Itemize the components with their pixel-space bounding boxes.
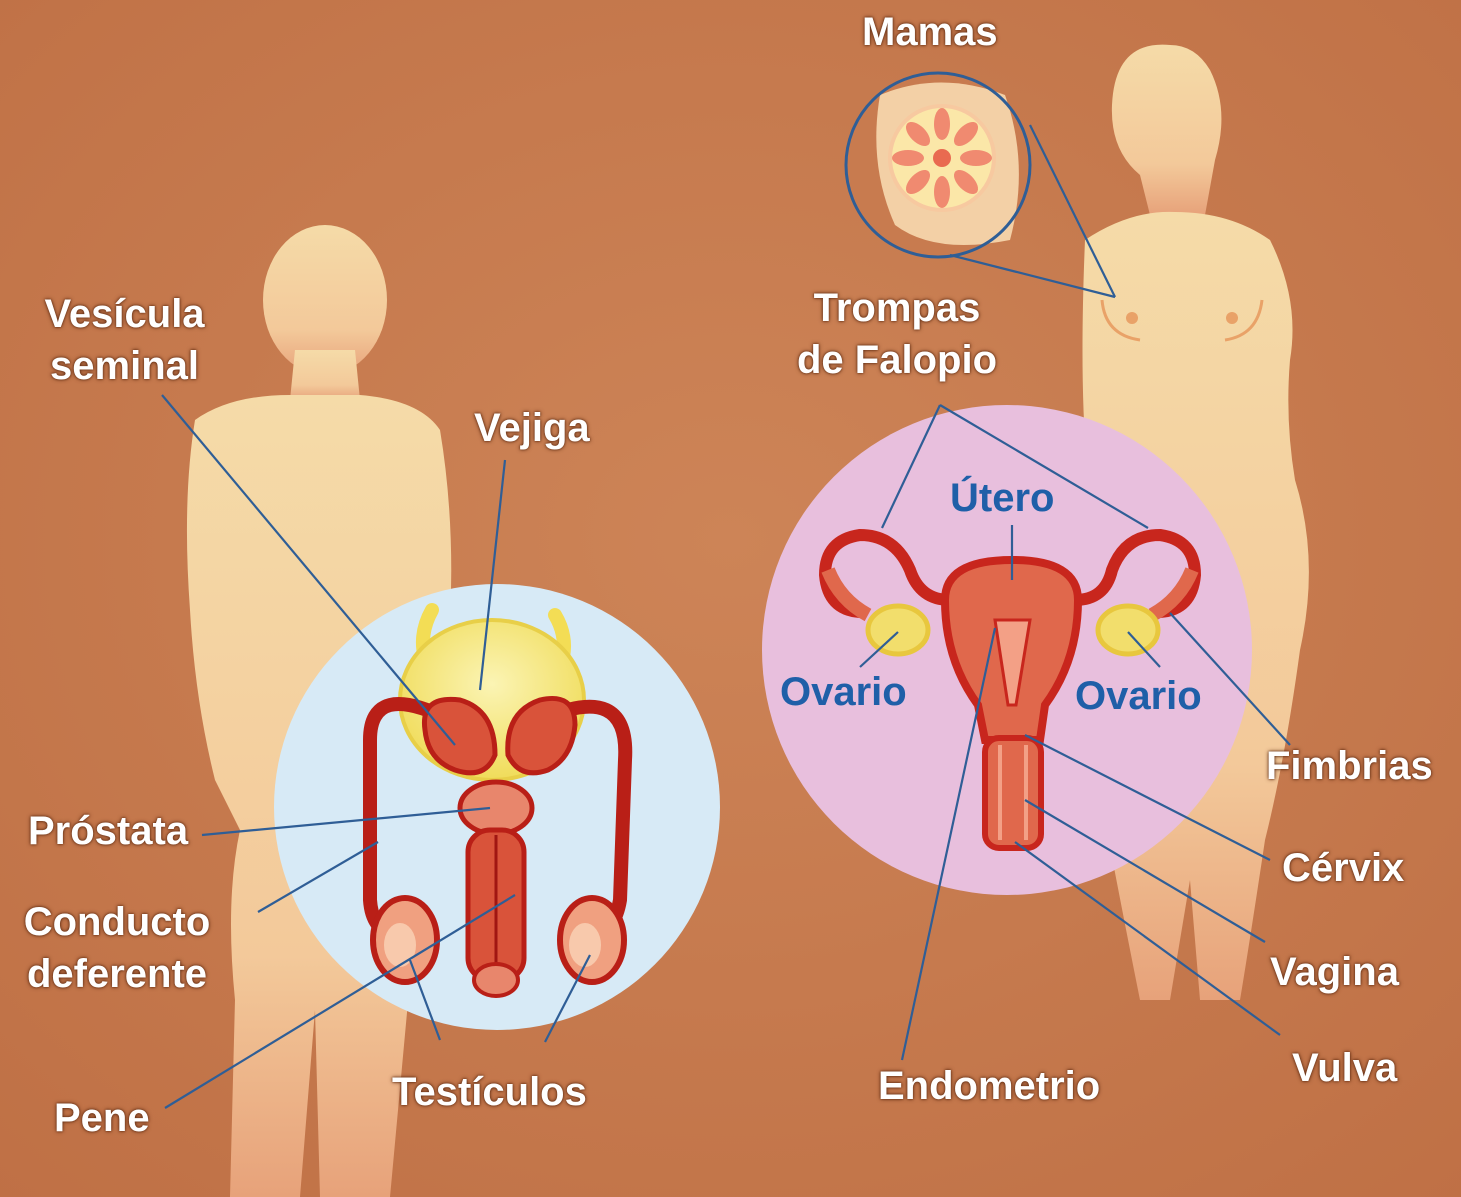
ovary-left: [868, 606, 928, 654]
label-fimbrias: Fimbrias: [1266, 740, 1433, 792]
label-mamas: Mamas: [862, 6, 998, 58]
nipple-right: [1226, 312, 1238, 324]
label-utero: Útero: [950, 472, 1054, 524]
label-vagina: Vagina: [1270, 946, 1399, 998]
prostate: [460, 782, 532, 834]
label-trompas-de-falopio: Trompas de Falopio: [782, 282, 1012, 386]
label-vesicula-line2: seminal: [22, 340, 227, 392]
label-endometrio: Endometrio: [878, 1060, 1100, 1112]
nipple-left: [1126, 312, 1138, 324]
ovary-right: [1098, 606, 1158, 654]
label-trompas-line1: Trompas: [782, 282, 1012, 334]
label-prostata: Próstata: [28, 805, 188, 857]
label-conducto-line1: Conducto: [6, 896, 228, 948]
label-vesicula-line1: Vesícula: [22, 288, 227, 340]
label-vulva: Vulva: [1292, 1042, 1397, 1094]
label-conducto-line2: deferente: [6, 948, 228, 1000]
label-testiculos: Testículos: [392, 1066, 587, 1118]
label-vesicula-seminal: Vesícula seminal: [22, 288, 227, 392]
label-pene: Pene: [54, 1092, 150, 1144]
breast-inset: [846, 73, 1030, 257]
vagina: [985, 738, 1041, 848]
label-cervix: Cérvix: [1282, 842, 1404, 894]
label-ovario-right: Ovario: [1075, 670, 1202, 722]
label-ovario-left: Ovario: [780, 666, 907, 718]
label-vejiga: Vejiga: [474, 402, 590, 454]
label-conducto-deferente: Conducto deferente: [6, 896, 228, 1000]
label-trompas-line2: de Falopio: [782, 334, 1012, 386]
